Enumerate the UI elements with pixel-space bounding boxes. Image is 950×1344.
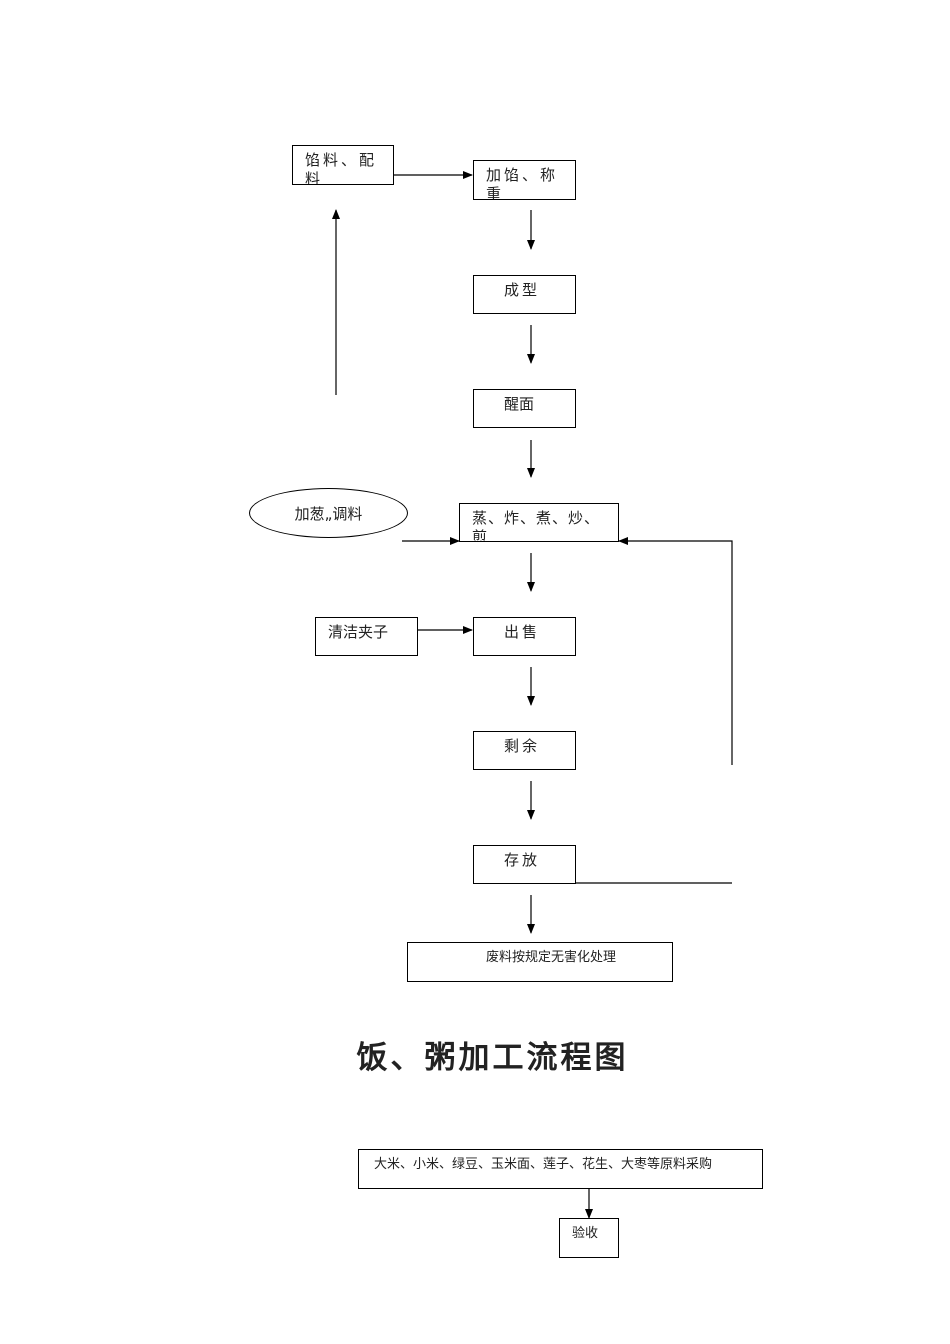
loop-leftover-to-cooking bbox=[618, 537, 733, 765]
box-shaping: 成型 bbox=[473, 275, 576, 314]
box-cooking: 蒸、炸、煮、炒、煎 bbox=[459, 503, 619, 542]
box-clean-tongs: 清洁夹子 bbox=[315, 617, 418, 656]
box-add-filling: 加馅、称重 bbox=[473, 160, 576, 200]
box-filling: 馅料、配料 bbox=[292, 145, 394, 185]
box-sale: 出售 bbox=[473, 617, 576, 656]
box-leftover: 剩余 bbox=[473, 731, 576, 770]
seasoning-ellipse: 加葱„调料 bbox=[249, 488, 408, 538]
box-purchase: 大米、小米、绿豆、玉米面、莲子、花生、大枣等原料采购 bbox=[358, 1149, 763, 1189]
section-title: 饭、粥加工流程图 bbox=[356, 1040, 629, 1076]
box-inspection: 验收 bbox=[559, 1218, 619, 1258]
box-proofing: 醒面 bbox=[473, 389, 576, 428]
box-waste: 废料按规定无害化处理 bbox=[407, 942, 673, 982]
box-storage: 存放 bbox=[473, 845, 576, 884]
